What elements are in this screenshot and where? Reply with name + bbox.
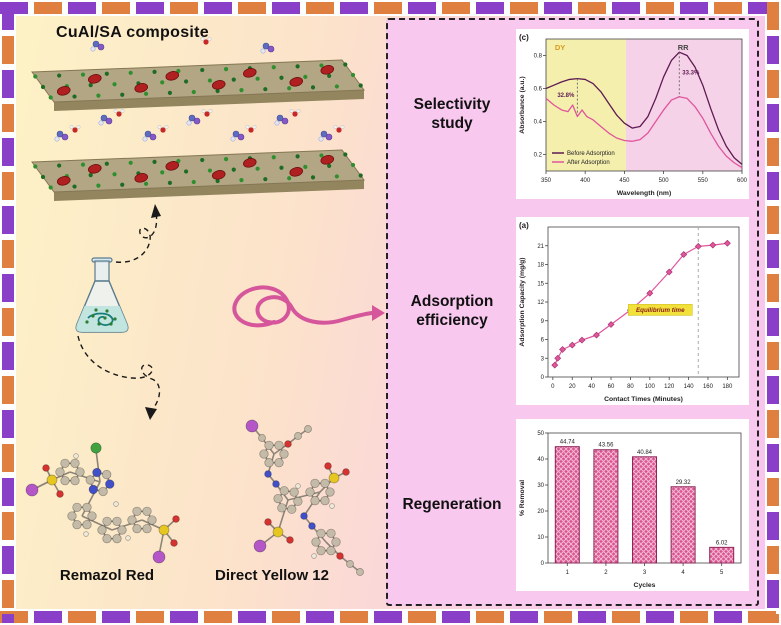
svg-text:20: 20 — [569, 384, 576, 390]
svg-text:60: 60 — [608, 384, 615, 390]
svg-text:Contact Times (Minutes): Contact Times (Minutes) — [604, 396, 683, 403]
direct-yellow-molecule — [245, 419, 364, 576]
svg-text:Equilibrium time: Equilibrium time — [636, 307, 685, 314]
remazol-red-molecule — [25, 442, 180, 564]
flask-icon — [75, 257, 129, 333]
svg-text:550: 550 — [698, 178, 709, 184]
svg-text:Cycles: Cycles — [634, 582, 656, 589]
svg-text:80: 80 — [627, 384, 634, 390]
svg-text:(c): (c) — [519, 33, 529, 42]
svg-text:40: 40 — [537, 457, 544, 463]
svg-text:600: 600 — [737, 178, 748, 184]
svg-text:6.02: 6.02 — [716, 540, 728, 546]
svg-text:Adsorption Capacity (mg/g): Adsorption Capacity (mg/g) — [519, 257, 526, 346]
decorative-border-top — [0, 2, 781, 14]
decorative-border-left — [2, 2, 14, 623]
dashed-arrow-up-icon — [115, 204, 161, 263]
svg-text:5: 5 — [720, 570, 724, 576]
svg-text:44.74: 44.74 — [560, 440, 576, 446]
svg-text:120: 120 — [664, 384, 675, 390]
svg-text:3: 3 — [541, 356, 545, 362]
svg-text:30: 30 — [537, 483, 544, 489]
panel-row-selectivity: Selectivity study DY RR 350 400 450 500 550 600… — [388, 28, 757, 200]
svg-text:43.56: 43.56 — [598, 443, 614, 449]
svg-text:10: 10 — [537, 535, 544, 541]
composite-illustration — [25, 37, 385, 576]
selectivity-spectra-chart: DY RR 350 400 450 500 550 600 0.2 0.4 0.6 0.8Wavele… — [516, 29, 749, 199]
intercalated-molecules — [54, 37, 345, 142]
direct-yellow-label: Direct Yellow 12 — [215, 567, 329, 584]
svg-text:4: 4 — [681, 570, 685, 576]
svg-text:100: 100 — [645, 384, 656, 390]
swirl-arrow-icon — [232, 285, 385, 328]
svg-text:RR: RR — [678, 43, 689, 52]
svg-text:40.84: 40.84 — [637, 450, 653, 456]
kinetics-chart: 0 20 40 60 80 100 120 140 160 180 0 3 6 9 12 15 18 21Cont… — [516, 217, 749, 405]
svg-text:0.2: 0.2 — [534, 153, 543, 159]
svg-text:450: 450 — [619, 178, 630, 184]
dashed-arrow-down-icon — [77, 335, 161, 420]
svg-text:After Adsorption: After Adsorption — [567, 160, 610, 166]
svg-text:180: 180 — [722, 384, 733, 390]
svg-text:33.3%: 33.3% — [682, 70, 700, 76]
svg-text:2: 2 — [604, 570, 608, 576]
svg-text:21: 21 — [537, 244, 544, 250]
svg-text:140: 140 — [684, 384, 695, 390]
svg-text:160: 160 — [703, 384, 714, 390]
svg-text:Before Adsorption: Before Adsorption — [567, 151, 615, 157]
svg-text:DY: DY — [555, 43, 565, 52]
svg-text:400: 400 — [580, 178, 591, 184]
decorative-border-right — [767, 2, 779, 623]
svg-text:0: 0 — [541, 561, 545, 567]
svg-text:6: 6 — [541, 338, 545, 344]
svg-text:18: 18 — [537, 263, 544, 269]
svg-text:350: 350 — [541, 178, 552, 184]
composite-title: CuAl/SA composite — [56, 24, 209, 41]
svg-text:9: 9 — [541, 319, 545, 325]
regeneration-label: Regeneration — [402, 496, 502, 514]
svg-text:500: 500 — [659, 178, 670, 184]
svg-text:(a): (a) — [519, 221, 529, 230]
svg-text:15: 15 — [537, 281, 544, 287]
svg-text:0.4: 0.4 — [534, 120, 543, 126]
svg-text:50: 50 — [537, 431, 544, 437]
remazol-red-label: Remazol Red — [59, 567, 155, 584]
svg-text:3: 3 — [643, 570, 647, 576]
selectivity-study-label: Selectivity study — [413, 95, 491, 132]
svg-text:32.8%: 32.8% — [557, 93, 575, 99]
adsorption-efficiency-label: Adsorption efficiency — [410, 292, 494, 329]
svg-text:Wavelength (nm): Wavelength (nm) — [617, 190, 672, 197]
svg-text:0.6: 0.6 — [534, 87, 543, 93]
ldh-layers — [31, 59, 365, 201]
svg-text:29.32: 29.32 — [676, 480, 692, 486]
svg-text:0.8: 0.8 — [534, 54, 543, 60]
svg-text:1: 1 — [566, 570, 570, 576]
decorative-border-bottom — [0, 611, 781, 623]
svg-text:40: 40 — [588, 384, 595, 390]
svg-text:20: 20 — [537, 509, 544, 515]
content-area: CuAl/SA composite Remazol Red Direct Yel… — [16, 16, 765, 609]
svg-text:0: 0 — [551, 384, 555, 390]
svg-text:Absorbance (a.u.): Absorbance (a.u.) — [519, 76, 526, 133]
svg-text:0: 0 — [541, 375, 545, 381]
svg-text:% Removal: % Removal — [519, 480, 526, 516]
svg-text:12: 12 — [537, 300, 544, 306]
